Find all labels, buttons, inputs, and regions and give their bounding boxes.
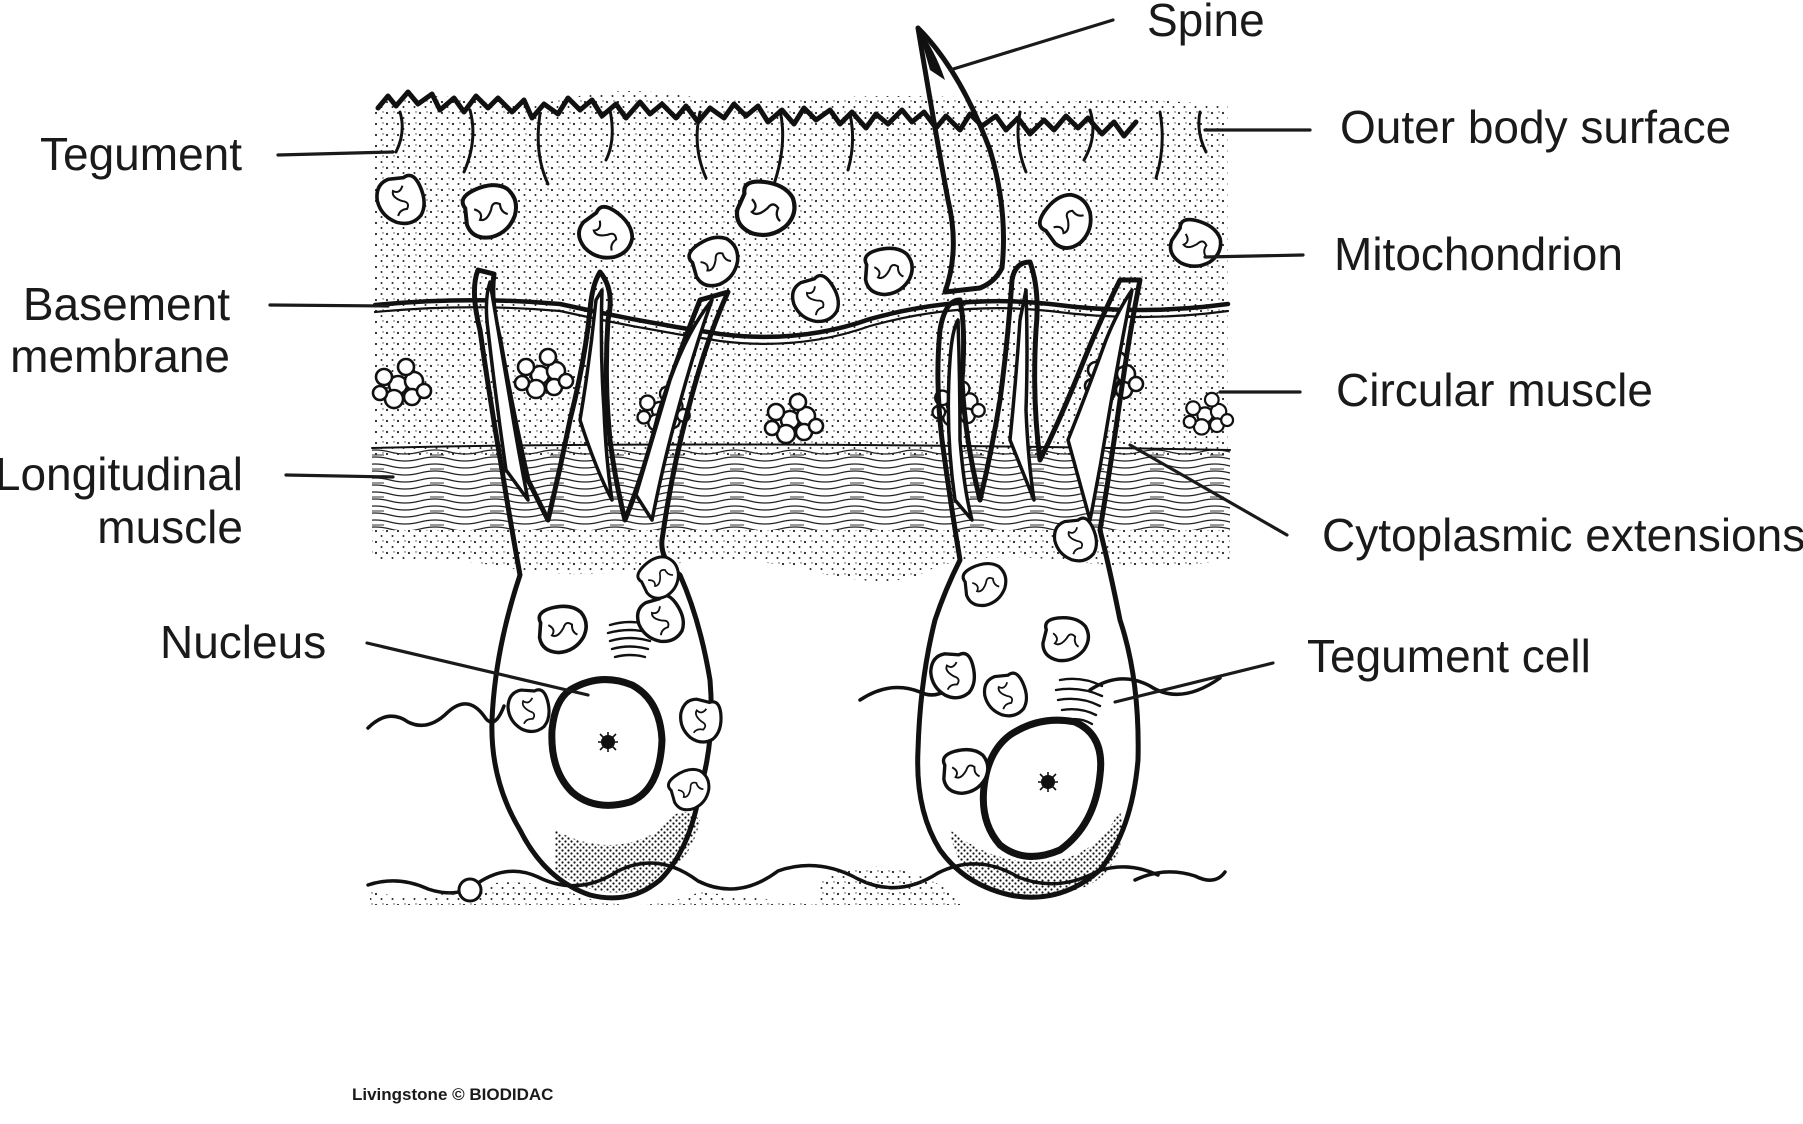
label-basement: Basement bbox=[23, 278, 230, 330]
longitudinal-muscle bbox=[372, 448, 1230, 530]
label-membrane: membrane bbox=[10, 330, 230, 382]
leader-basement-membrane bbox=[268, 303, 390, 308]
label-spine: Spine bbox=[1147, 0, 1265, 46]
left-tegument-cell bbox=[472, 267, 731, 901]
label-cytoplasmic-extensions: Cytoplasmic extensions bbox=[1322, 509, 1803, 561]
label-circular-muscle: Circular muscle bbox=[1336, 364, 1653, 416]
label-tegument-cell: Tegument cell bbox=[1307, 630, 1591, 682]
leader-lines bbox=[268, 18, 1312, 704]
outer-body-surface bbox=[375, 89, 1139, 139]
label-tegument: Tegument bbox=[40, 128, 242, 180]
credit-text: Livingstone © BIODIDAC bbox=[352, 1085, 553, 1104]
leader-spine bbox=[948, 18, 1115, 72]
label-nucleus: Nucleus bbox=[160, 616, 326, 668]
leader-mitochondrion bbox=[1203, 253, 1305, 259]
tissue-illustration bbox=[366, 25, 1235, 906]
leader-nucleus bbox=[365, 641, 590, 697]
leader-cytoplasmic-extensions bbox=[1128, 443, 1289, 537]
left-nucleus bbox=[548, 676, 666, 809]
leader-tegument bbox=[276, 150, 395, 157]
leader-tegument-cell bbox=[1113, 661, 1275, 704]
spine bbox=[915, 25, 1006, 295]
label-mitochondrion: Mitochondrion bbox=[1334, 228, 1623, 280]
right-tegument-cell bbox=[915, 259, 1143, 900]
label-longitudinal: Longitudinal bbox=[0, 448, 243, 500]
label-muscle: muscle bbox=[97, 501, 243, 553]
leader-longitudinal-muscle bbox=[284, 473, 395, 479]
label-outer-body-surface: Outer body surface bbox=[1340, 101, 1731, 153]
basement-membrane bbox=[372, 298, 1231, 340]
